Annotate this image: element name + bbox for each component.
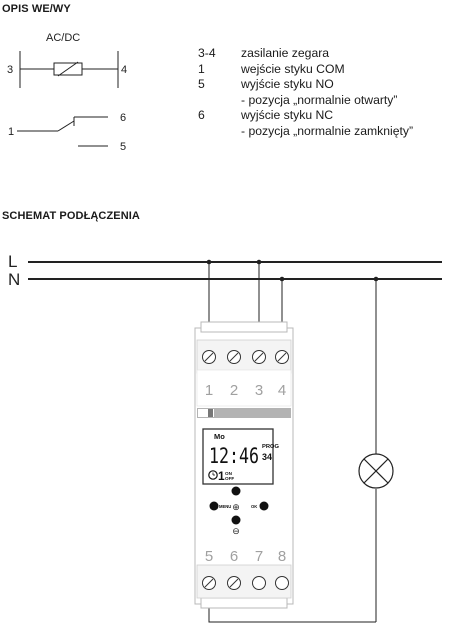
- menu-button-label: MENU: [219, 504, 231, 509]
- menu-button[interactable]: [209, 501, 219, 511]
- terminal-6-label: 6: [120, 112, 126, 124]
- junction-dot: [373, 276, 379, 282]
- minus-icon: ⊖: [232, 526, 240, 536]
- screw-slot: [204, 352, 214, 362]
- io-section-title: OPIS WE/WY: [2, 3, 71, 15]
- desc-text: - pozycja „normalnie zamknięty”: [241, 123, 414, 138]
- top-terminal-number: 4: [278, 382, 286, 399]
- io-symbol-labels: AC/DC 3 4 1 6 5: [7, 32, 127, 153]
- desc-key: [198, 93, 241, 109]
- power-lines: [28, 261, 442, 280]
- desc-key: [198, 124, 241, 140]
- line-l-label: L: [8, 252, 17, 271]
- io-symbol: [17, 51, 119, 147]
- bottom-terminal-number: 5: [205, 548, 213, 565]
- line-n-label: N: [8, 270, 20, 289]
- ok-button[interactable]: [259, 501, 269, 511]
- device-top-rail: [200, 321, 288, 333]
- desc-key: 6: [198, 108, 205, 123]
- junction-dot: [256, 259, 262, 265]
- terminal-3-label: 3: [7, 64, 13, 76]
- brand-logo-box: [198, 409, 214, 417]
- lcd-day: Mo: [214, 432, 225, 441]
- desc-row: 5 wyjście styku NO: [198, 77, 413, 93]
- lamp-symbol: [358, 453, 394, 489]
- top-button[interactable]: [231, 486, 241, 496]
- line-labels: L N: [8, 252, 20, 289]
- desc-key: 1: [198, 61, 205, 76]
- screw-slot: [229, 352, 239, 362]
- lcd-off: OFF: [225, 476, 234, 481]
- bottom-button[interactable]: [231, 515, 241, 525]
- desc-text: wyjście styku NO: [241, 77, 334, 92]
- desc-text: zasilanie zegara: [241, 46, 330, 60]
- contact-switch-blade: [57, 120, 75, 132]
- desc-row: 1 wejście styku COM: [198, 62, 413, 78]
- bottom-terminal-number: 6: [230, 548, 238, 565]
- top-terminal-number: 3: [255, 382, 263, 399]
- terminal-1-label: 1: [8, 126, 14, 138]
- junction-dots: [206, 259, 379, 282]
- lcd-on: ON: [225, 471, 233, 476]
- terminal-8-socket: [275, 576, 289, 590]
- bottom-terminal-screws: [202, 576, 289, 590]
- lcd-clock-number: 1: [218, 469, 225, 483]
- ok-button-label: OK: [251, 504, 257, 509]
- desc-row: 6 wyjście styku NC: [198, 108, 413, 124]
- desc-row: 3-4 zasilanie zegara: [198, 46, 413, 62]
- acdc-label: AC/DC: [46, 32, 80, 44]
- desc-text: wejście styku COM: [241, 61, 345, 76]
- bottom-terminal-number: 8: [278, 548, 286, 565]
- top-terminal-screws: [202, 350, 289, 364]
- wiring-section-title: SCHEMAT PODŁĄCZENIA: [2, 210, 140, 222]
- terminal-numbers: 1 2 3 4 5 6 7 8: [205, 382, 286, 565]
- lcd-time: 12:46: [209, 444, 259, 468]
- io-description-list: 3-4 zasilanie zegara 1 wejście styku COM 5…: [198, 46, 413, 140]
- terminal-5-label: 5: [120, 141, 126, 153]
- top-terminal-number: 2: [230, 382, 238, 399]
- screw-slot: [229, 578, 239, 588]
- bottom-terminal-number: 7: [255, 548, 263, 565]
- brand-strip: [197, 408, 291, 418]
- device-buttons: MENU OK ⊕ ⊖: [209, 486, 269, 536]
- desc-key: 5: [198, 77, 205, 92]
- desc-row: - pozycja „normalnie zamknięty”: [198, 124, 413, 140]
- brand-logo-mark: [208, 409, 213, 417]
- clock-icon: [208, 470, 218, 480]
- desc-text: wyjście styku NC: [241, 108, 334, 123]
- lcd-content: Mo 12:46 PROG 34 1 ON OFF: [208, 432, 280, 483]
- desc-row: - pozycja „normalnie otwarty”: [198, 93, 413, 109]
- desc-key: 3-4: [198, 46, 216, 60]
- junction-dot: [206, 259, 212, 265]
- screw-slot: [277, 352, 287, 362]
- terminal-4-label: 4: [121, 64, 127, 76]
- screw-slot: [204, 578, 214, 588]
- lcd-prog-number: 34: [262, 452, 272, 462]
- lcd-prog: PROG: [262, 444, 280, 450]
- coil-slash: [57, 61, 79, 77]
- lamp-cross-b: [363, 458, 389, 484]
- junction-dot: [279, 276, 285, 282]
- terminal-7-socket: [252, 576, 266, 590]
- top-terminal-number: 1: [205, 382, 213, 399]
- plus-icon: ⊕: [232, 502, 240, 512]
- top-number-strip: [196, 369, 292, 407]
- device-bottom-rail: [200, 597, 288, 609]
- screw-slot: [254, 352, 264, 362]
- desc-text: - pozycja „normalnie otwarty”: [241, 92, 398, 107]
